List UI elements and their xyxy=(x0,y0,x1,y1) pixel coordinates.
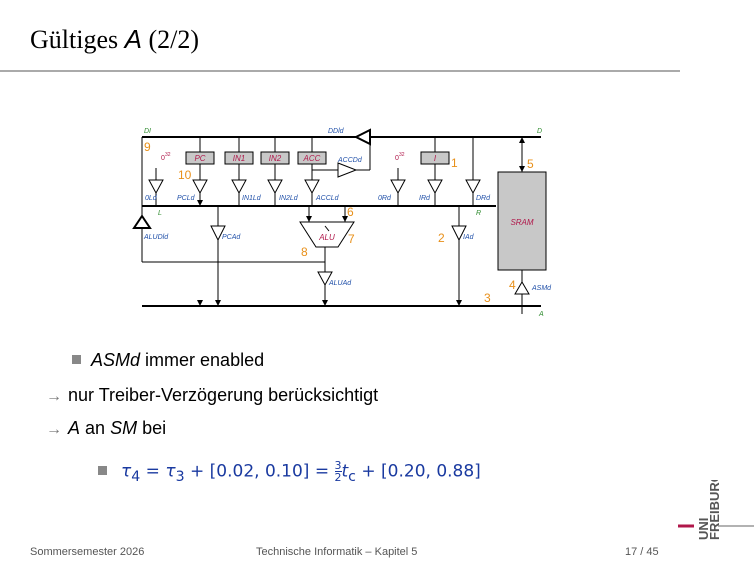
bullet-a-sm: →A an SM bei xyxy=(46,418,167,438)
arrow-right-icon: → xyxy=(46,421,62,438)
svg-text:FREIBURG: FREIBURG xyxy=(707,480,722,540)
svg-text:ASMd: ASMd xyxy=(531,285,552,292)
svg-text:PCLd: PCLd xyxy=(177,195,196,202)
acc-register xyxy=(297,151,327,165)
svg-text:32: 32 xyxy=(165,152,171,158)
svg-text:I: I xyxy=(434,154,437,163)
svg-text:3: 3 xyxy=(484,291,491,305)
svg-text:IN1: IN1 xyxy=(233,154,245,163)
svg-text:0: 0 xyxy=(161,155,165,162)
svg-text:ALU: ALU xyxy=(318,233,335,242)
svg-text:PC: PC xyxy=(194,154,205,163)
sram-block xyxy=(497,171,547,271)
svg-text:32: 32 xyxy=(399,152,405,158)
bullet-square xyxy=(72,355,81,364)
arrow-right-icon: → xyxy=(46,388,62,405)
alu-block xyxy=(299,221,355,248)
svg-text:ACCLd: ACCLd xyxy=(315,195,340,202)
in2-register xyxy=(260,151,290,165)
svg-text:UNI: UNI xyxy=(696,518,711,540)
svg-text:IN2Ld: IN2Ld xyxy=(279,195,299,202)
datapath-diagram: PC IN1 IN2 ACC I SRAM ALU DI D L R A DDl… xyxy=(132,128,552,318)
svg-text:ACC: ACC xyxy=(303,154,321,163)
in1-register xyxy=(224,151,254,165)
page-number: 17 / 45 xyxy=(625,546,659,558)
svg-text:DDld: DDld xyxy=(328,128,345,135)
svg-text:8: 8 xyxy=(301,245,308,259)
bullet-treiber: →nur Treiber-Verzögerung berücksichtigt xyxy=(46,385,379,405)
svg-text:9: 9 xyxy=(144,140,151,154)
svg-text:5: 5 xyxy=(527,157,534,171)
svg-text:IAd: IAd xyxy=(463,234,475,241)
svg-text:ACCDd: ACCDd xyxy=(337,157,363,164)
svg-text:10: 10 xyxy=(178,168,192,182)
svg-text:DRd: DRd xyxy=(476,195,491,202)
svg-text:2: 2 xyxy=(438,231,445,245)
svg-text:0: 0 xyxy=(395,155,399,162)
svg-text:PCAd: PCAd xyxy=(222,234,241,241)
title-divider xyxy=(0,70,680,72)
page-title: Gültiges A (2/2) xyxy=(30,24,199,54)
svg-text:SRAM: SRAM xyxy=(510,218,533,227)
svg-text:0Rd: 0Rd xyxy=(378,195,392,202)
svg-text:L: L xyxy=(158,210,162,217)
svg-text:4: 4 xyxy=(509,278,516,292)
svg-text:ALUAd: ALUAd xyxy=(328,280,352,287)
svg-text:0Ld: 0Ld xyxy=(145,195,158,202)
i-register xyxy=(420,151,450,165)
svg-text:R: R xyxy=(476,210,481,217)
svg-text:A: A xyxy=(538,311,544,318)
bullet-square xyxy=(98,465,107,475)
svg-text:ALUDld: ALUDld xyxy=(143,234,169,241)
pc-register xyxy=(185,151,215,165)
svg-text:IN1Ld: IN1Ld xyxy=(242,195,262,202)
svg-text:1: 1 xyxy=(451,156,458,170)
footer-semester: Sommersemester 2026 xyxy=(30,546,145,558)
bullet-asmd: ASMd immer enabled xyxy=(72,350,264,371)
svg-text:6: 6 xyxy=(347,205,354,219)
svg-text:IN2: IN2 xyxy=(269,154,282,163)
svg-text:IRd: IRd xyxy=(419,195,431,202)
footer-chapter: Technische Informatik – Kapitel 5 xyxy=(256,546,418,558)
svg-text:D: D xyxy=(537,128,542,135)
svg-text:DI: DI xyxy=(144,128,151,135)
uni-freiburg-logo: UNI FREIBURG xyxy=(678,480,754,540)
svg-text:7: 7 xyxy=(348,232,355,246)
